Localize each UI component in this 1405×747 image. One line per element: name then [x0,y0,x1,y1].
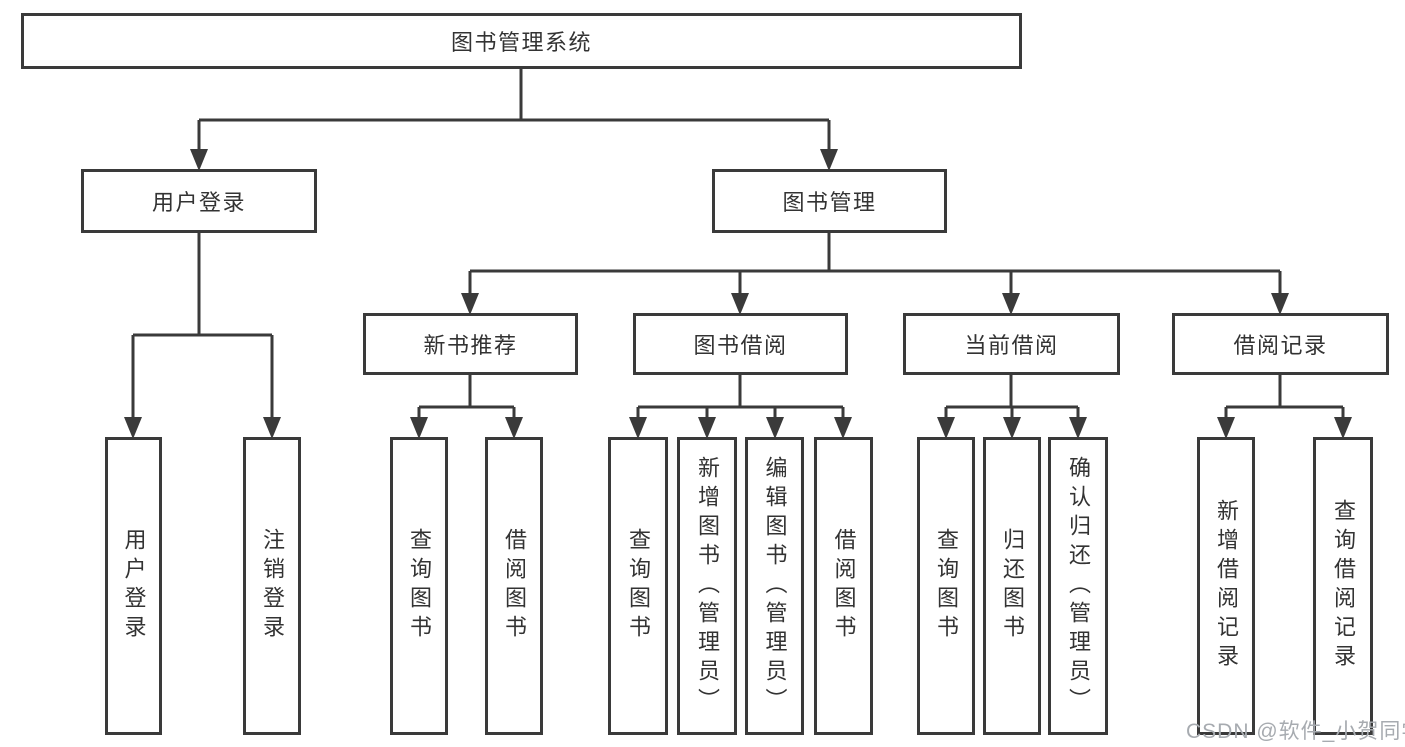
leaf-return-books-label: 归还图书 [1000,528,1025,644]
leaf-query-books-borrow-label: 查询图书 [626,528,651,644]
node-book-borrow-label: 图书借阅 [693,333,788,358]
leaf-add-book-admin-label: 新增图书（管理员） [695,455,720,717]
leaf-logout-label: 注销登录 [260,528,285,644]
leaf-borrow-books-2-label: 借阅图书 [831,528,857,644]
node-current-borrow-label: 当前借阅 [964,333,1059,358]
node-root-system: 图书管理系统 [21,13,1022,69]
node-new-book-recommend-label: 新书推荐 [423,333,518,358]
leaf-query-books-current: 查询图书 [917,437,975,735]
leaf-edit-book-admin: 编辑图书（管理员） [745,437,804,735]
node-user-login-label: 用户登录 [151,190,246,215]
leaf-borrow-books-2: 借阅图书 [814,437,873,735]
leaf-user-login-label: 用户登录 [121,528,147,644]
leaf-query-borrow-record-label: 查询借阅记录 [1331,499,1356,673]
leaf-add-borrow-record: 新增借阅记录 [1197,437,1255,735]
node-book-management-label: 图书管理 [782,190,877,215]
node-borrow-records-label: 借阅记录 [1233,333,1328,358]
node-new-book-recommend: 新书推荐 [363,313,578,375]
leaf-edit-book-admin-label: 编辑图书（管理员） [762,455,788,717]
leaf-query-books-recommend-label: 查询图书 [407,528,432,644]
leaf-logout: 注销登录 [243,437,301,735]
leaf-query-books-recommend: 查询图书 [390,437,448,735]
leaf-user-login: 用户登录 [105,437,162,735]
watermark-text: CSDN @软件_小贺同学 [1186,720,1405,743]
leaf-return-books: 归还图书 [983,437,1041,735]
leaf-borrow-books-recommend: 借阅图书 [485,437,543,735]
node-book-borrow: 图书借阅 [633,313,848,375]
node-user-login: 用户登录 [81,169,317,233]
node-borrow-records: 借阅记录 [1172,313,1389,375]
leaf-query-borrow-record: 查询借阅记录 [1313,437,1373,735]
leaf-add-borrow-record-label: 新增借阅记录 [1214,499,1239,673]
leaf-query-books-borrow: 查询图书 [608,437,668,735]
node-root-label: 图书管理系统 [450,30,592,55]
node-book-management: 图书管理 [712,169,947,233]
leaf-confirm-return-admin: 确认归还（管理员） [1048,437,1108,735]
leaf-query-books-current-label: 查询图书 [934,528,959,644]
leaf-confirm-return-admin-label: 确认归还（管理员） [1066,455,1091,717]
node-current-borrow: 当前借阅 [903,313,1120,375]
leaf-borrow-books-recommend-label: 借阅图书 [502,528,527,644]
leaf-add-book-admin: 新增图书（管理员） [677,437,737,735]
arrowheads [124,149,1352,439]
